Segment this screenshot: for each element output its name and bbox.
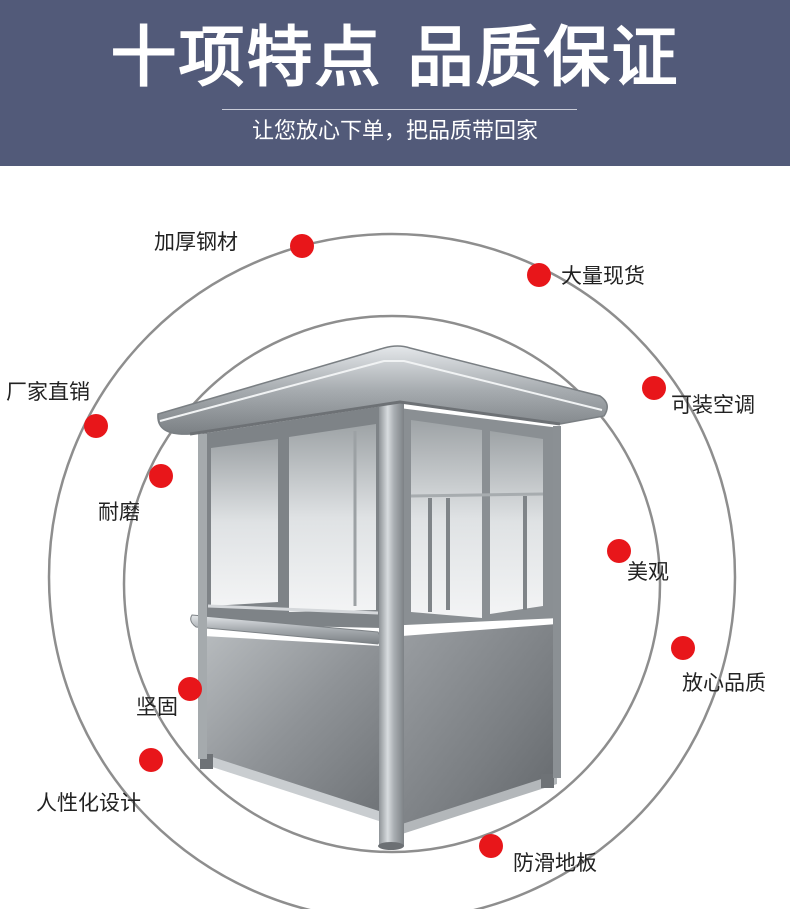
dot-anti-slip bbox=[479, 834, 503, 858]
inner-ring bbox=[122, 314, 662, 854]
label-beautiful: 美观 bbox=[627, 560, 669, 584]
label-quality: 放心品质 bbox=[682, 671, 766, 695]
label-direct-sale: 厂家直销 bbox=[6, 380, 90, 404]
label-thick-steel: 加厚钢材 bbox=[154, 230, 238, 254]
dot-direct-sale bbox=[84, 414, 108, 438]
dot-humanized bbox=[139, 748, 163, 772]
guard-booth-illustration bbox=[157, 345, 608, 850]
dot-sturdy bbox=[178, 677, 202, 701]
label-air-conditioner: 可装空调 bbox=[671, 393, 755, 417]
label-humanized: 人性化设计 bbox=[36, 791, 141, 815]
banner-subtitle: 让您放心下单，把品质带回家 bbox=[251, 119, 538, 144]
dot-quality bbox=[671, 636, 695, 660]
dot-in-stock bbox=[527, 263, 551, 287]
label-anti-slip: 防滑地板 bbox=[513, 851, 597, 875]
feature-diagram: 加厚钢材 大量现货 厂家直销 可装空调 耐磨 美观 放心品质 坚固 人性化设计 … bbox=[0, 166, 790, 909]
label-wear-resistant: 耐磨 bbox=[98, 500, 140, 524]
banner-divider bbox=[222, 109, 577, 110]
dot-thick-steel bbox=[290, 234, 314, 258]
feature-dots bbox=[84, 234, 695, 858]
outer-ring bbox=[47, 232, 737, 909]
banner-title: 十项特点 品质保证 bbox=[110, 19, 680, 96]
dot-wear-resistant bbox=[149, 464, 173, 488]
label-in-stock: 大量现货 bbox=[561, 264, 645, 288]
header-banner: 十项特点 品质保证 让您放心下单，把品质带回家 bbox=[0, 0, 790, 166]
diagram-drawing bbox=[47, 232, 737, 909]
dot-air-conditioner bbox=[642, 376, 666, 400]
dot-beautiful bbox=[607, 539, 631, 563]
label-sturdy: 坚固 bbox=[136, 695, 178, 719]
